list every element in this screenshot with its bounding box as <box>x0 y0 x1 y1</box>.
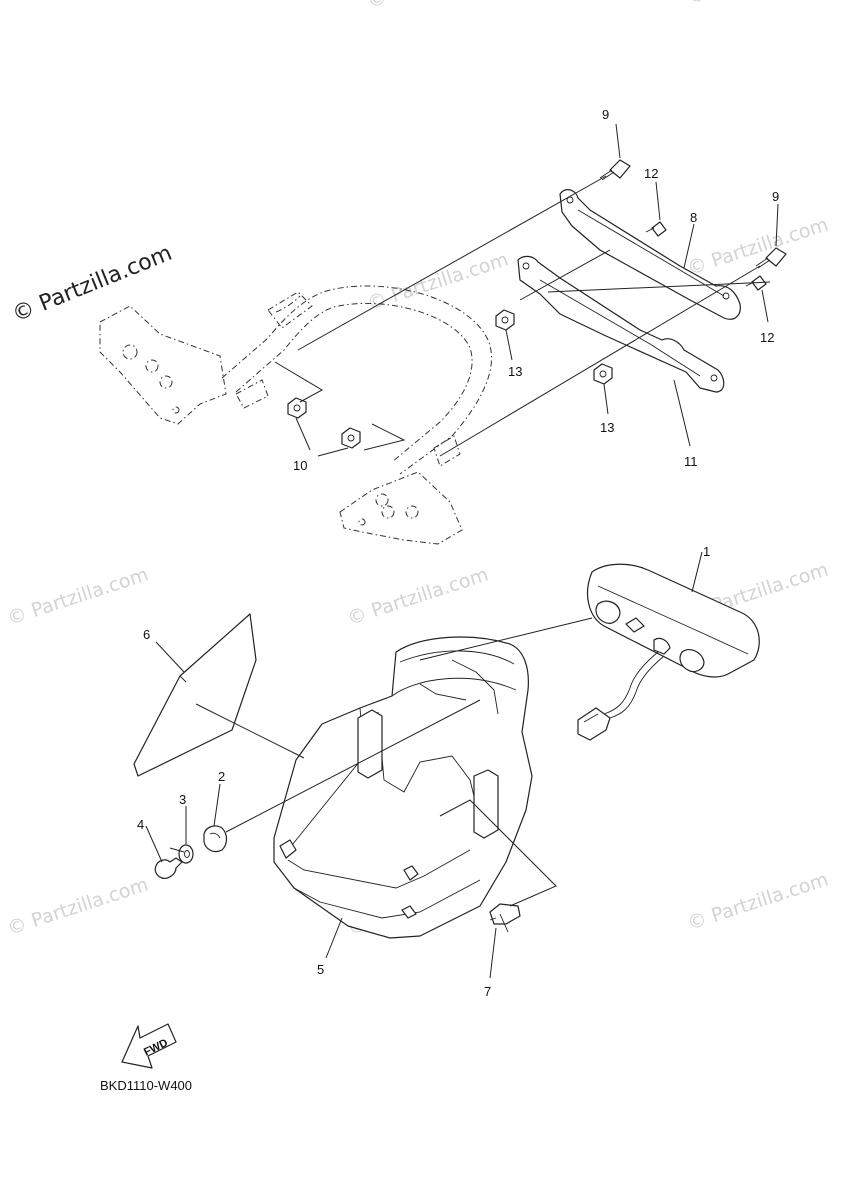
callout-13-left: 13 <box>508 364 522 379</box>
watermark: © Partzilla.com <box>5 564 151 630</box>
watermark: © Partzilla.com <box>5 874 151 940</box>
lower-assembly-lines <box>169 617 593 979</box>
screw-12-upper <box>645 221 667 237</box>
watermark: © Partzilla.com <box>685 869 831 935</box>
callout-2: 2 <box>218 769 225 784</box>
callouts: 1 2 3 4 5 6 7 8 9 9 10 11 12 12 13 13 <box>137 107 779 999</box>
nut-10-upper <box>287 397 307 419</box>
callout-1: 1 <box>703 544 710 559</box>
callout-7: 7 <box>484 984 491 999</box>
part-2-grommet <box>203 825 228 853</box>
callout-12-right: 12 <box>760 330 774 345</box>
watermark: © Partzilla.com <box>345 564 491 630</box>
callout-8: 8 <box>690 210 697 225</box>
brand-logo-text: © Partzilla.com <box>9 241 176 328</box>
callout-5: 5 <box>317 962 324 977</box>
part-4-screw <box>154 857 183 879</box>
part-8-bracket <box>559 189 741 320</box>
callout-9-right: 9 <box>772 189 779 204</box>
bolt-9-right <box>755 247 787 269</box>
callout-13-right: 13 <box>600 420 614 435</box>
callout-10: 10 <box>293 458 307 473</box>
part-1-tail-light <box>577 563 760 741</box>
watermark: © Partzilla.com <box>685 214 831 280</box>
callout-4: 4 <box>137 817 144 832</box>
grab-rail-frame <box>99 285 493 545</box>
callout-6: 6 <box>143 627 150 642</box>
bolt-9-upper <box>599 159 631 181</box>
diagram-code: BKD1110-W400 <box>100 1078 192 1093</box>
forward-arrow-icon: FWD <box>121 1023 177 1069</box>
callout-leaders <box>145 123 779 863</box>
callout-11: 11 <box>684 454 698 469</box>
watermark: © Partzilla.com <box>685 0 831 9</box>
callout-9-upper: 9 <box>602 107 609 122</box>
nut-10-lower <box>341 427 361 449</box>
watermark: © Partzilla.com <box>365 0 511 13</box>
part-5-housing <box>273 636 533 939</box>
callout-3: 3 <box>179 792 186 807</box>
part-7-clip <box>489 903 521 933</box>
part-3-washer <box>178 844 194 864</box>
nut-13-left <box>495 309 515 331</box>
part-11-bracket <box>517 255 725 393</box>
nut-13-right <box>593 363 613 385</box>
watermark: © Partzilla.com <box>365 249 511 315</box>
part-6-panel <box>133 613 257 777</box>
upper-assembly-lines <box>274 175 771 457</box>
callout-12-upper: 12 <box>644 166 658 181</box>
